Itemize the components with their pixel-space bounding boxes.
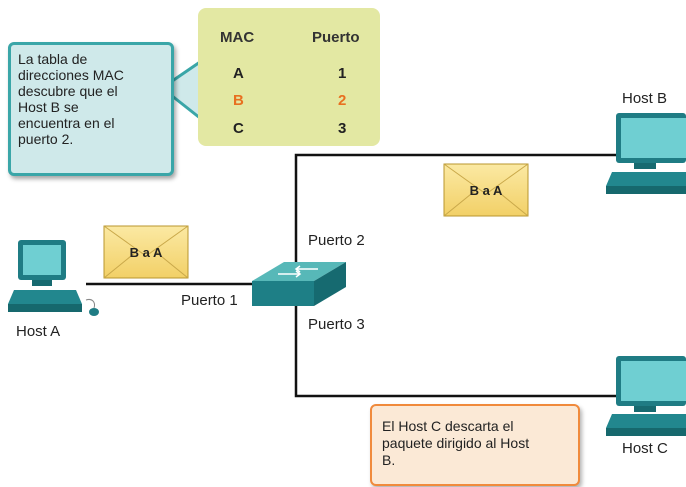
callout-line: Host B se (18, 99, 79, 115)
host-c-discard-callout: El Host C descarta el paquete dirigido a… (370, 404, 580, 486)
callout-line: puerto 2. (18, 131, 74, 147)
callout-line: La tabla de (18, 51, 88, 67)
switch-icon[interactable] (252, 262, 346, 306)
host-c-computer-icon[interactable] (606, 356, 686, 436)
host-a-label: Host A (16, 323, 61, 340)
host-c-discard-callout-text: El Host C descarta el paquete dirigido a… (382, 418, 572, 469)
host-a-computer-icon[interactable] (8, 240, 99, 316)
host-c-label: Host C (622, 440, 668, 457)
callout-line: B. (382, 452, 396, 468)
frame-envelope-left[interactable]: B a A (103, 225, 189, 279)
mac-lookup-callout: La tabla de direcciones MAC descubre que… (8, 42, 174, 176)
frame-left-label: B a A (130, 245, 163, 260)
mac-address-table: MAC Puerto A 1 B 2 C 3 (198, 8, 380, 146)
mac-row-c-mac: C (233, 120, 244, 137)
callout-line: direcciones MAC (18, 67, 124, 83)
network-cables (86, 153, 620, 398)
mac-row-b-mac: B (233, 92, 244, 109)
port-column-header: Puerto (312, 29, 360, 46)
port-1-label: Puerto 1 (181, 292, 238, 309)
cable-host-b (294, 153, 620, 268)
mac-row-c-port: 3 (338, 120, 347, 137)
host-b-computer-icon[interactable] (606, 113, 686, 194)
callout-line: paquete dirigido al Host (382, 435, 530, 451)
mac-column-header: MAC (220, 29, 255, 46)
motion-streaks-right (526, 171, 602, 201)
cable-host-c (294, 300, 620, 398)
mac-row-a-mac: A (233, 65, 244, 82)
mac-lookup-callout-text: La tabla de direcciones MAC descubre que… (18, 51, 168, 147)
frame-envelope-right[interactable]: B a A (443, 163, 529, 217)
port-3-label: Puerto 3 (308, 316, 365, 333)
frame-right-label: B a A (470, 183, 503, 198)
motion-streaks-left (188, 233, 262, 263)
port-2-label: Puerto 2 (308, 232, 365, 249)
callout-line: encuentra en el (18, 115, 115, 131)
host-b-label: Host B (622, 90, 668, 107)
mac-row-b-port: 2 (338, 92, 347, 109)
callout-line: El Host C descarta el (382, 418, 514, 434)
callout-line: descubre que el (18, 83, 118, 99)
mac-row-a-port: 1 (338, 65, 347, 82)
